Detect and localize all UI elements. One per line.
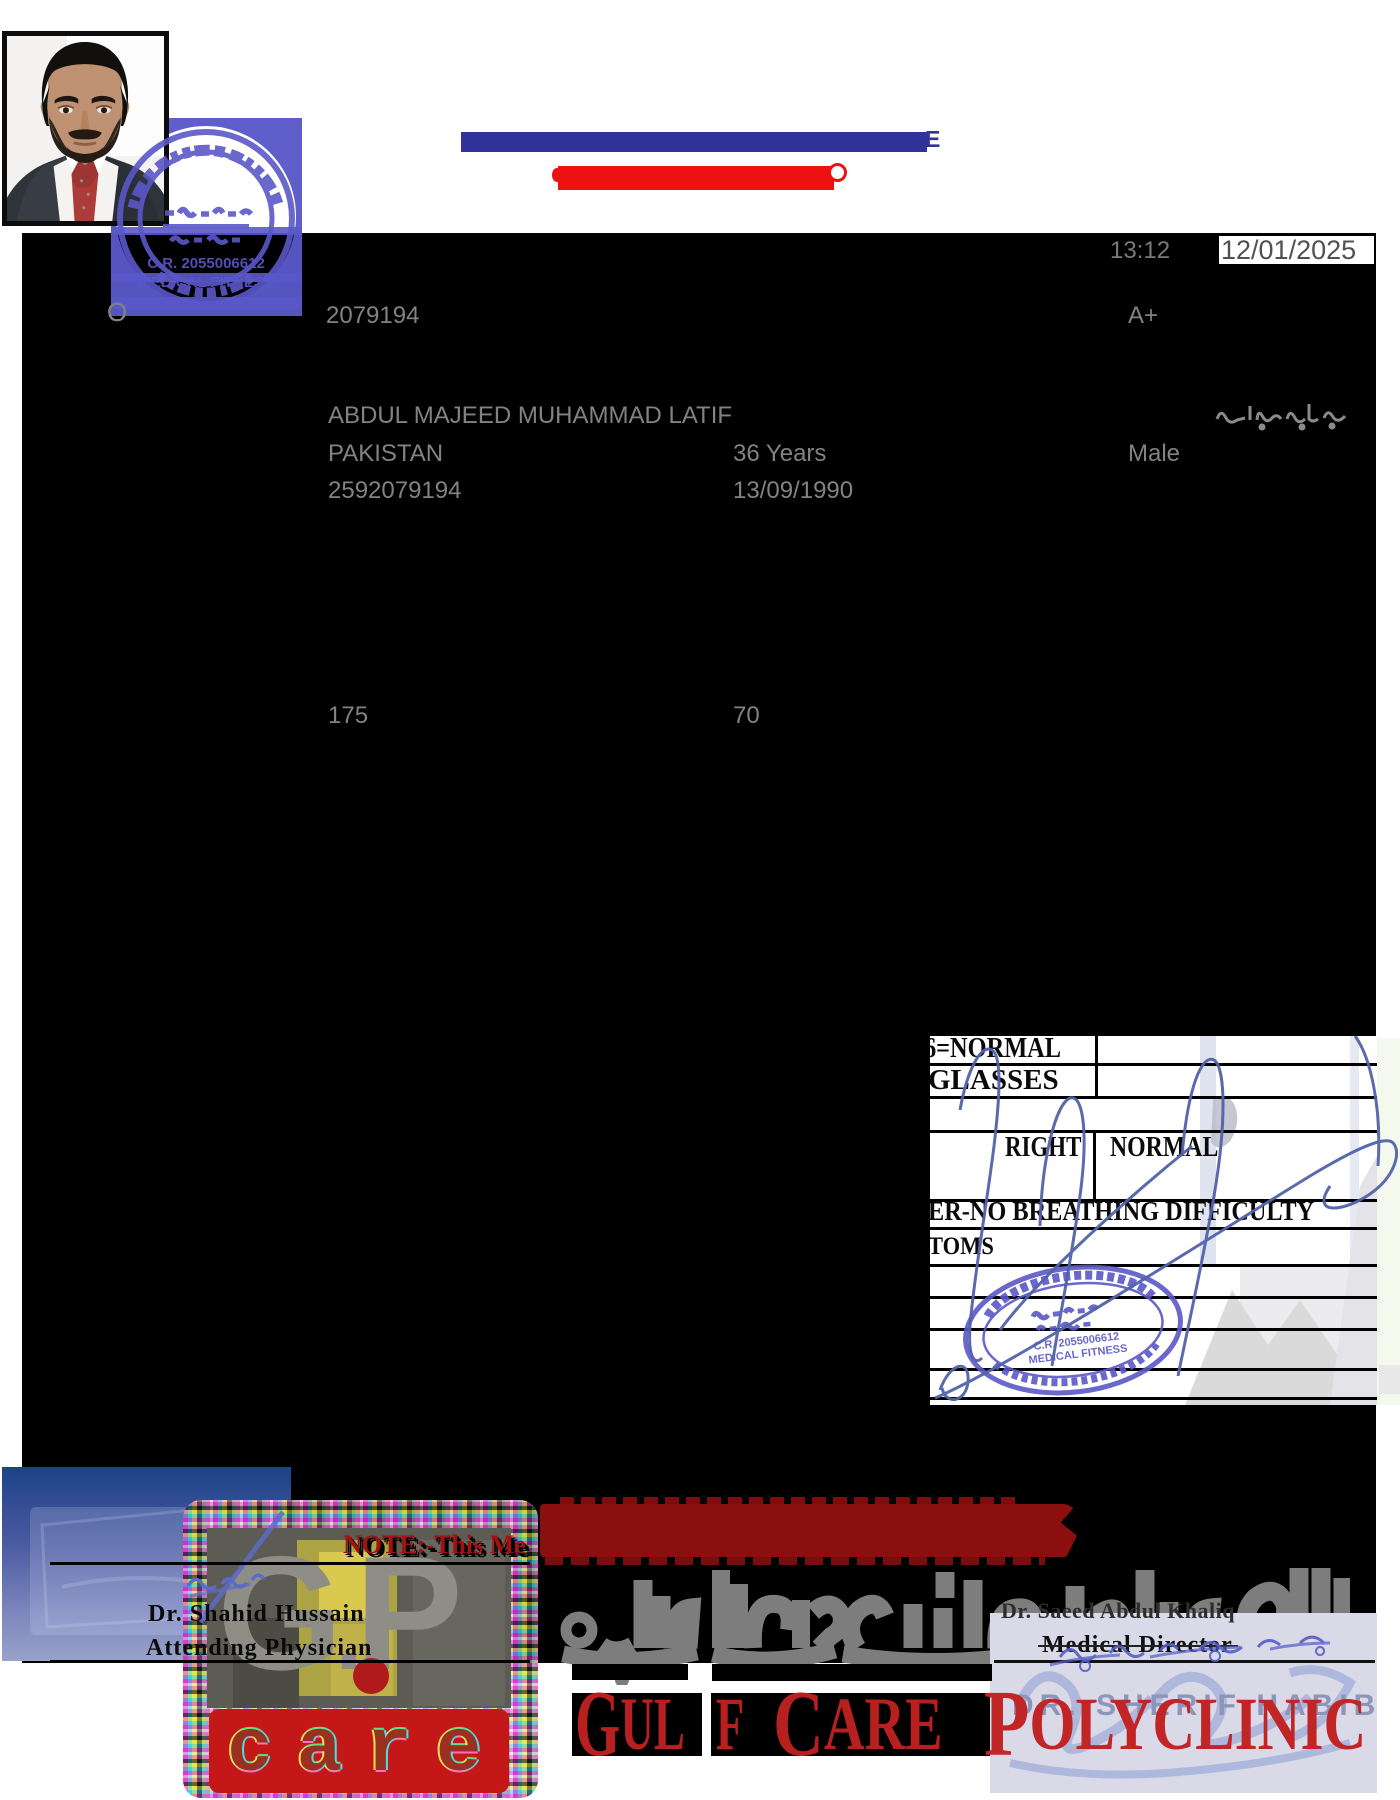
svg-text:DR. SHERIF HABIB: DR. SHERIF HABIB <box>1012 1689 1377 1722</box>
svg-text:MEDICAL FITNESS: MEDICAL FITNESS <box>138 274 274 291</box>
svg-text:C.R. 2055006612: C.R. 2055006612 <box>147 255 265 272</box>
